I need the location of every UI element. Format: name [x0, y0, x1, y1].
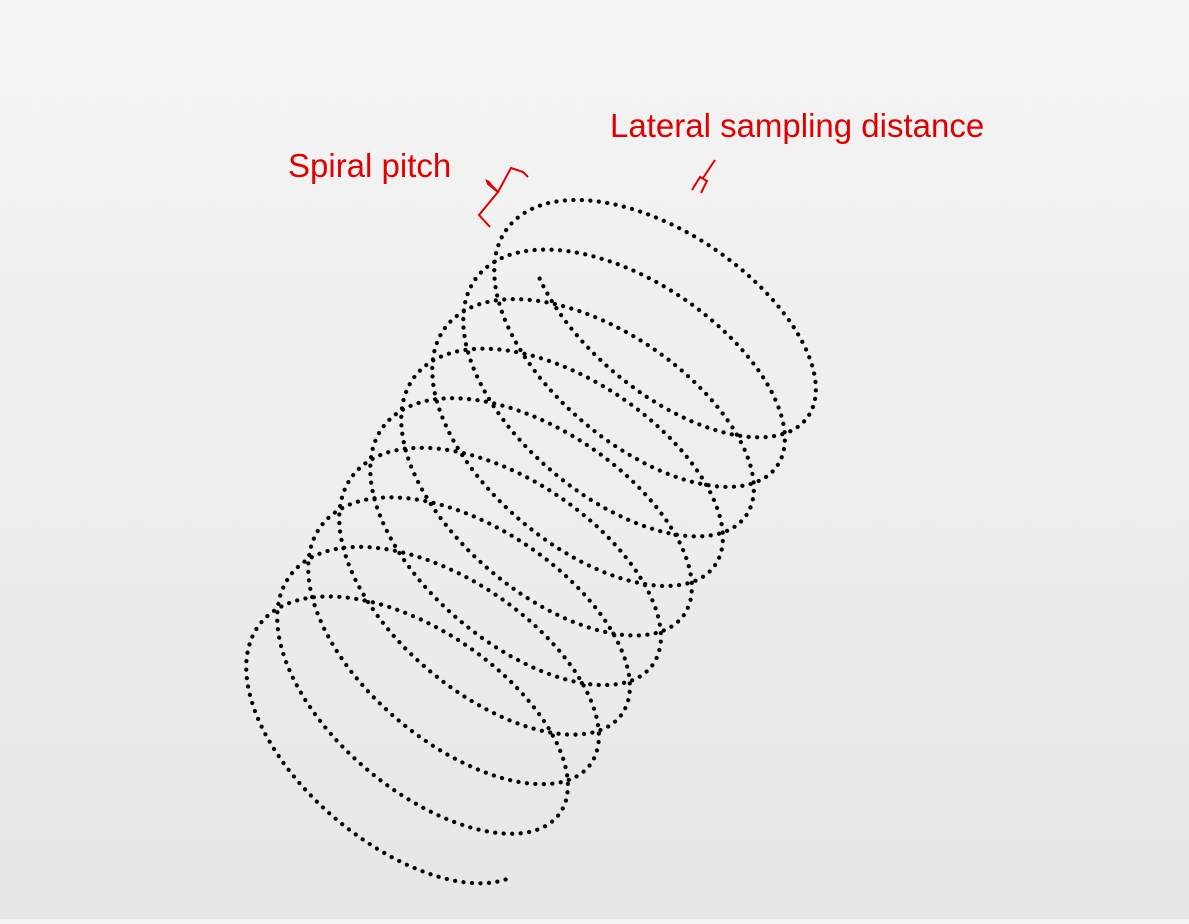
lateral-sampling-distance-label: Lateral sampling distance [610, 107, 985, 144]
spiral-pitch-label: Spiral pitch [288, 147, 452, 184]
lateral-sampling-marker [691, 159, 716, 194]
spiral-pitch-bracket [477, 166, 529, 228]
helix-spiral [244, 197, 819, 886]
